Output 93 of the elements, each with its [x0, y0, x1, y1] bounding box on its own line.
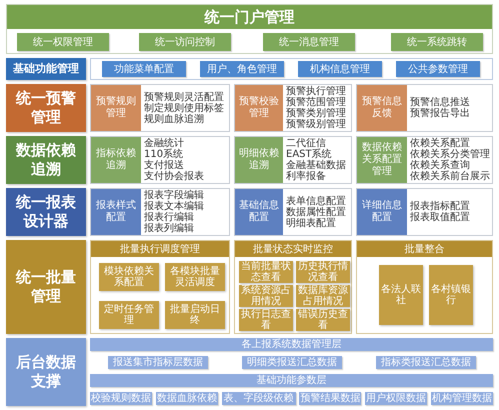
- card-label: 基础信息配置: [235, 189, 283, 235]
- info-card: [90, 84, 230, 132]
- data-tag: 机构管理数据: [431, 392, 493, 405]
- section-label: 数据依赖追溯: [6, 136, 86, 184]
- data-tag: 明细类报送汇总数据: [242, 356, 342, 369]
- card-item: 报表指标配置: [410, 201, 471, 212]
- card-item: 制定规则使用标签: [144, 102, 225, 114]
- card-item: 依赖关系前台展示: [410, 171, 490, 182]
- info-card: [234, 136, 352, 184]
- card-item: 利率报备: [286, 171, 327, 182]
- function-tag: 功能菜单配置: [102, 61, 186, 77]
- task-box: 数据库资源占用情况: [296, 285, 350, 307]
- card-item: 依赖关系配置: [410, 138, 470, 149]
- task-box: 各模块批量灵活调度: [165, 263, 225, 291]
- card-label: 预警规则管理: [91, 85, 141, 131]
- data-tag: 数据血脉依赖: [156, 392, 218, 405]
- task-box: 批量启动日终: [165, 301, 225, 329]
- card-item: 二代征信: [286, 138, 326, 149]
- card-item: EAST系统: [286, 149, 333, 160]
- info-card: [90, 136, 230, 184]
- function-tag: 用户、角色管理: [200, 61, 284, 77]
- card-item: 预警级别管理: [286, 119, 347, 130]
- card-item: 预警执行管理: [286, 86, 347, 97]
- function-tag: 统一系统跳转: [391, 33, 483, 51]
- info-card: [356, 136, 493, 184]
- card-item: 支付协会报表: [144, 171, 205, 182]
- data-tag: 预警结果数据: [299, 392, 362, 405]
- module-panel: [234, 240, 352, 334]
- card-item: 报表字段编辑: [144, 190, 205, 201]
- task-box: 各法人联社: [379, 265, 423, 325]
- module-panel: [356, 240, 493, 334]
- task-box: 定时任务管理: [99, 301, 159, 329]
- task-box: 当前批量状态查看: [239, 261, 293, 283]
- section-label: 统一报表设计器: [6, 188, 86, 236]
- card-item: 数据属性配置: [286, 206, 347, 218]
- info-card: [356, 188, 493, 236]
- task-box: 执行日志查看: [239, 309, 293, 331]
- function-tag: 统一访问控制: [139, 33, 231, 51]
- card-item: 表单信息配置: [286, 196, 347, 206]
- card-item: 金融基础数据: [286, 160, 347, 171]
- card-label: 明细依赖追溯: [235, 137, 283, 183]
- module-panel: [90, 240, 230, 334]
- card-label: 预警信息反馈: [357, 85, 407, 131]
- card-item: 明细表配置: [286, 218, 336, 228]
- card-item: 支付报送: [144, 160, 184, 171]
- card-item: 规则血脉追溯: [144, 114, 205, 124]
- function-tag: 统一权限管理: [17, 33, 109, 51]
- section-label: 统一批量管理: [6, 240, 86, 334]
- panel-header: 批量整合: [357, 241, 492, 257]
- function-tag: 机构信息管理: [298, 61, 382, 77]
- data-tag: 指标类报送汇总数据: [376, 356, 476, 369]
- section-label: 统一预警管理: [6, 84, 86, 132]
- panel-header: 批量状态实时监控: [235, 241, 351, 257]
- card-item: 金融统计: [144, 138, 185, 149]
- task-box: 历史执行情况查看: [296, 261, 350, 283]
- task-box: 各村镇银行: [429, 265, 473, 325]
- section-label: 后台数据支撑: [6, 338, 86, 406]
- info-card: [234, 84, 352, 132]
- card-item: 依赖关系查询: [410, 160, 471, 171]
- card-label: 数据依赖关系配置管理: [357, 137, 407, 183]
- card-label: 指标依赖追溯: [91, 137, 141, 183]
- info-card: [234, 188, 352, 236]
- card-label: 报表样式配置: [91, 189, 141, 235]
- data-tag: 用户权限数据: [365, 392, 428, 405]
- card-item: 报表行编辑: [144, 212, 195, 223]
- panel-header: 批量执行调度管理: [91, 241, 229, 257]
- data-layer-bar: 各上报系统数据管理层: [90, 338, 493, 351]
- data-tag: 校验规则数据: [90, 392, 152, 405]
- data-tag: 表、字段级依赖: [222, 392, 296, 405]
- card-item: 报表列编辑: [144, 223, 195, 234]
- card-item: 依赖关系分类管理: [410, 149, 490, 160]
- card-item: 预警报告导出: [410, 108, 471, 119]
- card-item: 报表取值配置: [410, 212, 471, 223]
- function-tag: 公共参数管理: [396, 61, 480, 77]
- data-layer-bar: 基础功能参数层: [90, 374, 493, 387]
- card-label: 详细信息配置: [357, 189, 407, 235]
- portal-panel: [6, 4, 493, 54]
- panel-header: 统一门户管理: [7, 5, 492, 29]
- card-item: 预警类别管理: [286, 108, 347, 119]
- card-item: 预警规则灵活配置: [144, 92, 225, 102]
- task-box: 错误历史查看: [296, 309, 350, 331]
- task-box: 模块依赖关系配置: [99, 263, 159, 291]
- data-tag: 报送集市指标层数据: [108, 356, 208, 369]
- function-tag: 统一消息管理: [263, 33, 355, 51]
- task-box: 系统资源占用情况: [239, 285, 293, 307]
- card-item: 预警范围管理: [286, 97, 347, 108]
- section-label: 基础功能管理: [6, 58, 86, 80]
- card-item: 预警信息推送: [410, 97, 471, 108]
- info-card: [356, 84, 493, 132]
- card-item: 110系统: [144, 149, 184, 160]
- info-card: [90, 188, 230, 236]
- card-item: 报表文本编辑: [144, 201, 205, 212]
- card-label: 预警校验管理: [235, 85, 283, 131]
